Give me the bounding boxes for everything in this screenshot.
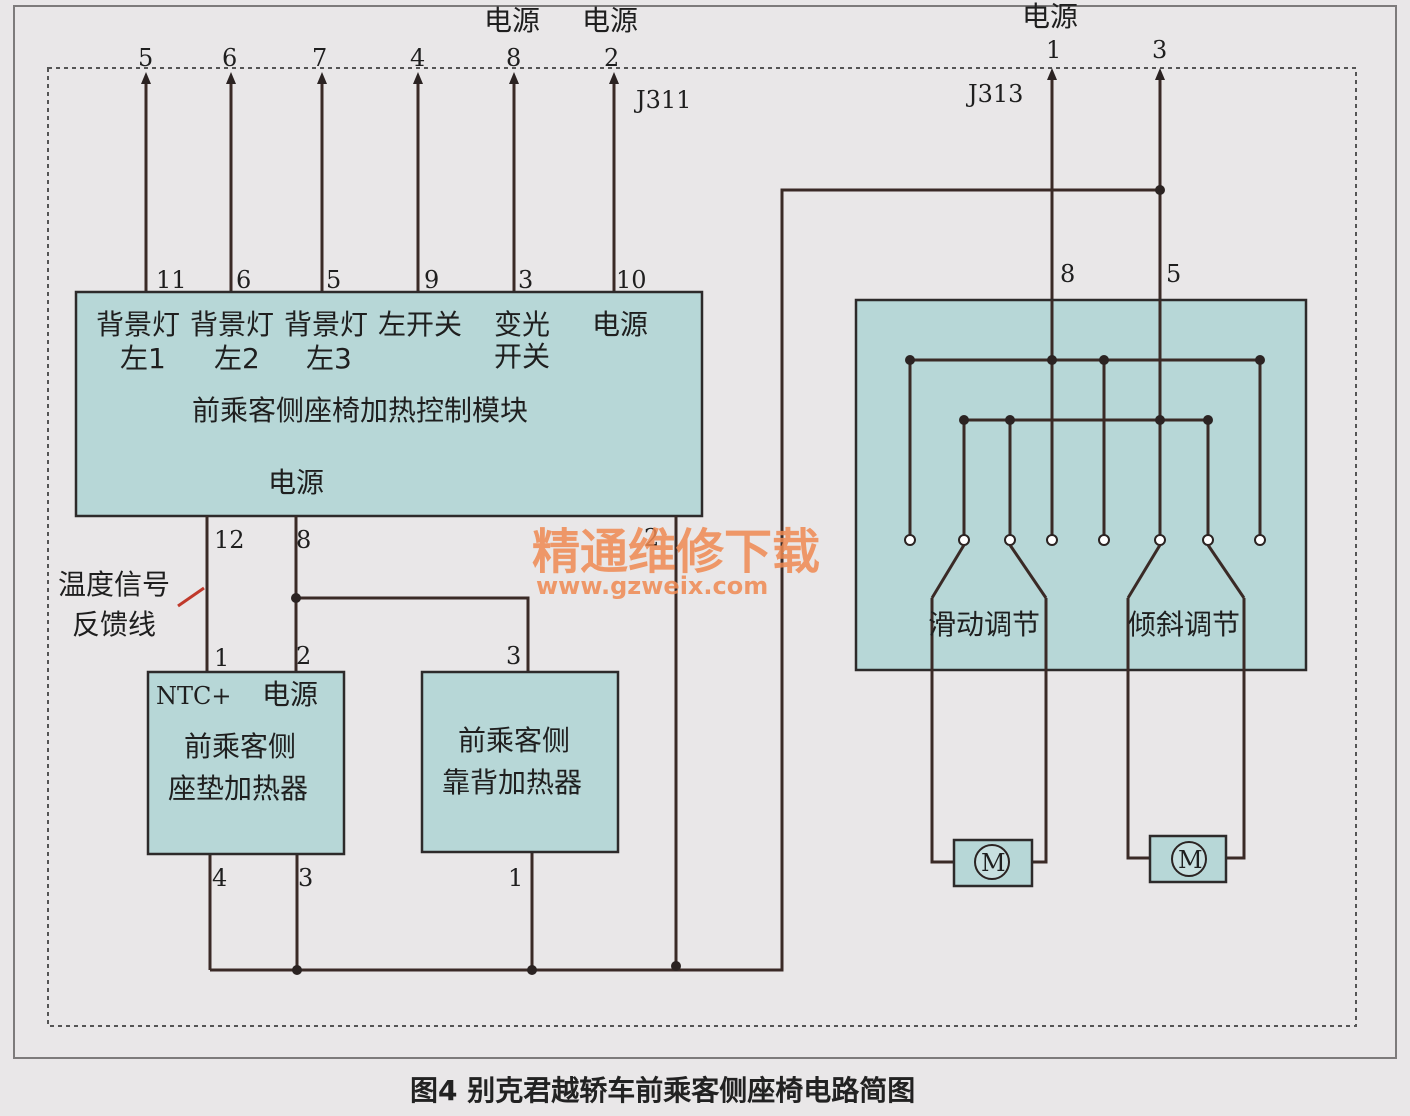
- top-pin-8: 8: [506, 44, 521, 72]
- module-pin-10: 10: [616, 266, 647, 294]
- feedback-pointer: [177, 586, 205, 608]
- back-heater-name-line2: 靠背加热器: [442, 766, 582, 799]
- module-col-2-line2: 左2: [214, 342, 260, 375]
- figure-caption: 图4 别克君越轿车前乘客侧座椅电路简图: [410, 1074, 915, 1107]
- switch-network: [904, 300, 1266, 864]
- top-pin-7: 7: [312, 44, 327, 72]
- module-col-5-line2: 开关: [494, 340, 550, 373]
- power-label-top-2: 电源: [582, 4, 638, 37]
- top-pin-2: 2: [604, 44, 619, 72]
- power-label-top-3: 电源: [1022, 0, 1078, 33]
- seat-heater-pin-2: 2: [296, 642, 311, 670]
- slide-motor: [952, 838, 1034, 888]
- module-col-3-line2: 左3: [306, 342, 352, 375]
- outer-frame: [13, 5, 1397, 1059]
- module-pin-11: 11: [156, 266, 187, 294]
- j313-label: J313: [965, 80, 1023, 108]
- tilt-motor-symbol: M: [1178, 846, 1203, 874]
- module-col-4-line1: 左开关: [378, 308, 462, 341]
- module-col-5-line1: 变光: [494, 308, 550, 341]
- control-module: [74, 290, 704, 518]
- j313-top-pin-3: 3: [1152, 36, 1167, 64]
- j311-label: J311: [633, 86, 691, 114]
- j313-inner-pin-8: 8: [1060, 260, 1075, 288]
- module-pin-6: 6: [236, 266, 251, 294]
- module-col-6-line1: 电源: [592, 308, 648, 341]
- lower-wires: [205, 188, 1160, 975]
- slide-motor-symbol: M: [981, 849, 1006, 877]
- seat-heater-pin-4: 4: [212, 864, 227, 892]
- top-pin-4: 4: [410, 44, 425, 72]
- j313-inner-pin-5: 5: [1166, 260, 1181, 288]
- module-title: 前乘客侧座椅加热控制模块: [192, 394, 528, 427]
- module-power-label: 电源: [268, 466, 324, 499]
- tilt-motor: [1148, 834, 1228, 884]
- watermark-line1: 精通维修下载: [532, 524, 820, 580]
- power-label-top-1: 电源: [484, 4, 540, 37]
- watermark-line2: www.gzweix.com: [536, 572, 768, 600]
- module-pin-9: 9: [424, 266, 439, 294]
- module-pin-3: 3: [518, 266, 533, 294]
- module-bottom-pin-8: 8: [296, 526, 311, 554]
- module-output-wires: [141, 72, 619, 292]
- tilt-adjust-label: 倾斜调节: [1128, 608, 1240, 641]
- back-heater-pin-3: 3: [506, 642, 521, 670]
- module-col-2-line1: 背景灯: [190, 308, 274, 341]
- top-pin-6: 6: [222, 44, 237, 72]
- seat-heater-power-label: 电源: [262, 678, 318, 711]
- seat-heater-pin-3: 3: [298, 864, 313, 892]
- module-col-1-line2: 左1: [120, 342, 166, 375]
- seat-heater-name-line2: 座垫加热器: [168, 772, 308, 805]
- module-bottom-pin-2: 2: [644, 524, 659, 552]
- dashed-boundary: [47, 67, 1357, 1027]
- top-pin-5: 5: [138, 44, 153, 72]
- ntc-label: NTC+: [156, 682, 231, 710]
- module-pin-5: 5: [326, 266, 341, 294]
- seat-heater-name-line1: 前乘客侧: [184, 730, 296, 763]
- back-heater-pin-1: 1: [508, 864, 523, 892]
- slide-adjust-label: 滑动调节: [928, 608, 1040, 641]
- seat-back-heater: [420, 670, 620, 854]
- seat-heater-pin-1: 1: [214, 644, 229, 672]
- module-col-1-line1: 背景灯: [96, 308, 180, 341]
- seat-cushion-heater: [146, 670, 346, 856]
- j313-input-wires: [1047, 68, 1165, 300]
- j313-top-pin-1: 1: [1046, 36, 1061, 64]
- feedback-label-line1: 温度信号: [58, 568, 170, 601]
- back-heater-name-line1: 前乘客侧: [458, 724, 570, 757]
- module-col-3-line1: 背景灯: [284, 308, 368, 341]
- feedback-label-line2: 反馈线: [72, 608, 156, 641]
- module-bottom-pin-12: 12: [214, 526, 245, 554]
